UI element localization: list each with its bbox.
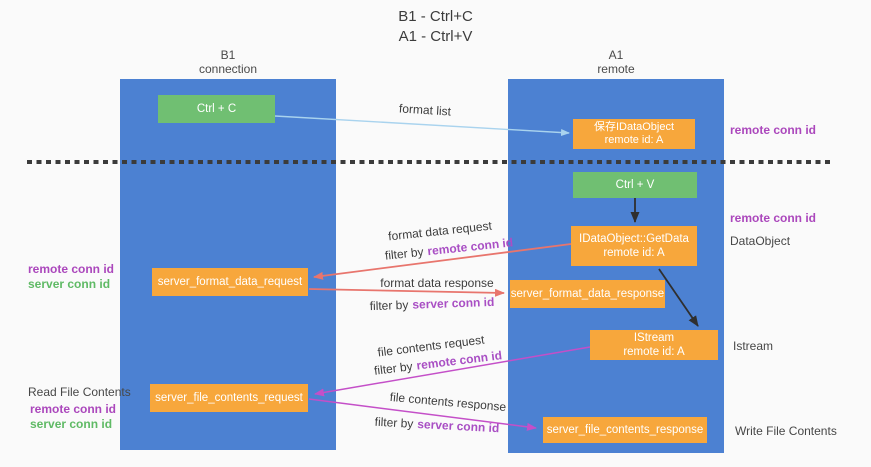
node-idataobject-getdata-line2: remote id: A <box>603 247 665 259</box>
label-istream: Istream <box>733 339 774 353</box>
edge-label-filter-server-1: filter by server conn id <box>369 295 494 313</box>
node-server-format-data-response: server_format_data_response <box>510 280 665 308</box>
dashed-divider <box>27 160 833 164</box>
label-read-file-contents: Read File Contents <box>28 385 131 399</box>
filter-by-server-conn-id: server conn id <box>416 416 500 436</box>
label-left-remote-conn-id-1: remote conn id <box>28 262 115 276</box>
filter-by-prefix: filter by <box>374 414 414 431</box>
diagram-title-line1: B1 - Ctrl+C <box>398 8 473 25</box>
node-save-idataobject: 保存IDataObject remote id: A <box>573 119 695 149</box>
lane-header-b1-title: B1 <box>220 48 236 62</box>
node-server-format-data-response-label: server_format_data_response <box>510 288 665 300</box>
diagram-title-line2: A1 - Ctrl+V <box>398 28 473 45</box>
node-istream-line2: remote id: A <box>623 346 685 358</box>
node-save-idataobject-line1: 保存IDataObject <box>593 121 675 133</box>
label-write-file-contents: Write File Contents <box>735 424 837 438</box>
label-left-server-conn-id-1: server conn id <box>28 277 111 291</box>
lane-header-a1: A1 remote <box>508 48 724 76</box>
filter-by-remote-conn-id: remote conn id <box>426 235 514 259</box>
node-ctrl-c: Ctrl + C <box>158 95 275 123</box>
node-istream-line1: IStream <box>633 332 675 344</box>
node-idataobject-getdata-line1: IDataObject::GetData <box>579 233 689 245</box>
lane-header-a1-title: A1 <box>608 48 624 62</box>
node-ctrl-v: Ctrl + V <box>573 172 697 198</box>
node-server-file-contents-response: server_file_contents_response <box>543 417 707 443</box>
node-server-file-contents-request-label: server_file_contents_request <box>155 392 303 404</box>
node-save-idataobject-line2: remote id: A <box>604 134 664 146</box>
filter-by-prefix: filter by <box>373 359 414 378</box>
lane-header-b1-subtitle: connection <box>198 62 258 76</box>
edge-label-format-list: format list <box>399 101 452 118</box>
label-remote-conn-id-top: remote conn id <box>730 123 817 137</box>
edge-label-file-contents-response: file contents response <box>389 390 507 414</box>
edge-label-format-data-response: format data response <box>380 276 493 290</box>
lane-header-a1-subtitle: remote <box>597 62 635 76</box>
edge-label-filter-server-2: filter by server conn id <box>374 415 499 436</box>
lane-header-b1: B1 connection <box>120 48 336 76</box>
label-remote-conn-id-mid: remote conn id <box>730 211 817 225</box>
filter-by-prefix: filter by <box>384 244 425 263</box>
filter-by-server-conn-id: server conn id <box>412 294 495 312</box>
node-server-file-contents-request: server_file_contents_request <box>150 384 308 412</box>
diagram-title: B1 - Ctrl+C A1 - Ctrl+V <box>0 7 871 47</box>
node-server-format-data-request-label: server_format_data_request <box>157 276 303 288</box>
node-server-file-contents-response-label: server_file_contents_response <box>546 424 704 436</box>
node-istream: IStream remote id: A <box>590 330 718 360</box>
filter-by-prefix: filter by <box>369 297 409 314</box>
label-dataobject: DataObject <box>730 234 791 248</box>
label-left-server-conn-id-2: server conn id <box>30 417 113 431</box>
node-ctrl-v-label: Ctrl + V <box>615 179 655 191</box>
node-server-format-data-request: server_format_data_request <box>152 268 308 296</box>
edge-label-format-data-response-text: format data response <box>380 276 494 290</box>
label-left-remote-conn-id-2: remote conn id <box>30 402 117 416</box>
node-idataobject-getdata: IDataObject::GetData remote id: A <box>571 226 697 266</box>
edge-label-file-contents-response-text: file contents response <box>389 389 507 415</box>
node-ctrl-c-label: Ctrl + C <box>196 103 237 115</box>
edge-label-format-list-text: format list <box>398 101 452 119</box>
